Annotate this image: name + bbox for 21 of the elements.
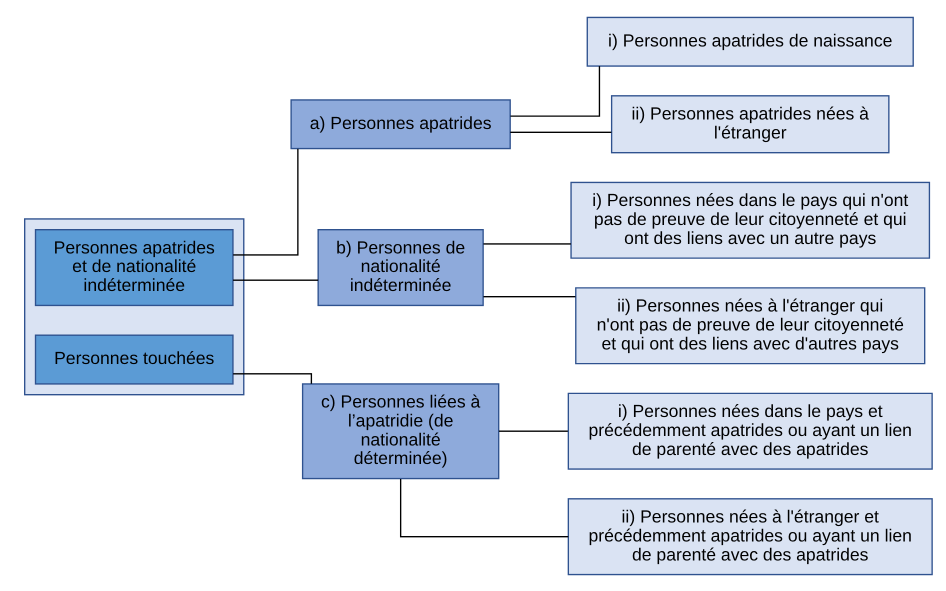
connector [484, 296, 576, 297]
node-box: ii) Personnes nées à l'étranger et précédemment apatrides ou ayant un lien de parenté avec des apatrides [568, 498, 933, 575]
connector [510, 66, 600, 116]
node-box: c) Personnes liées à l’apatridie (de nationalité déterminée) [302, 382, 500, 479]
node-box: a) Personnes apatrides [290, 98, 511, 149]
connector [484, 242, 571, 244]
node-box: i) Personnes apatrides de naissance [586, 16, 914, 66]
node-box: i) Personnes nées dans le pays et précédemment apatrides ou ayant un lien de parenté avec des apatrides [568, 392, 933, 470]
node-box: b) Personnes de nationalité indéterminée [317, 228, 484, 306]
connector [400, 478, 568, 537]
node-box: ii) Personnes nées à l'étranger qui n'ont pas de preuve de leur citoyenneté et qui ont des liens avec d'autres pays [575, 286, 926, 364]
node-box: ii) Personnes apatrides nées à l'étranger [610, 94, 890, 153]
node-box: i) Personnes nées dans le pays qui n'ont pas de preuve de leur citoyenneté et qui ont des liens avec un autre pays [570, 181, 930, 258]
connector [498, 430, 568, 432]
connector [510, 131, 612, 133]
node-box: Personnes touchées [34, 334, 234, 384]
connector [233, 148, 299, 256]
connector [233, 279, 318, 280]
connector [233, 372, 312, 384]
node-box: Personnes apatrides et de nationalité indéterminée [34, 228, 234, 306]
cluster [24, 218, 244, 395]
